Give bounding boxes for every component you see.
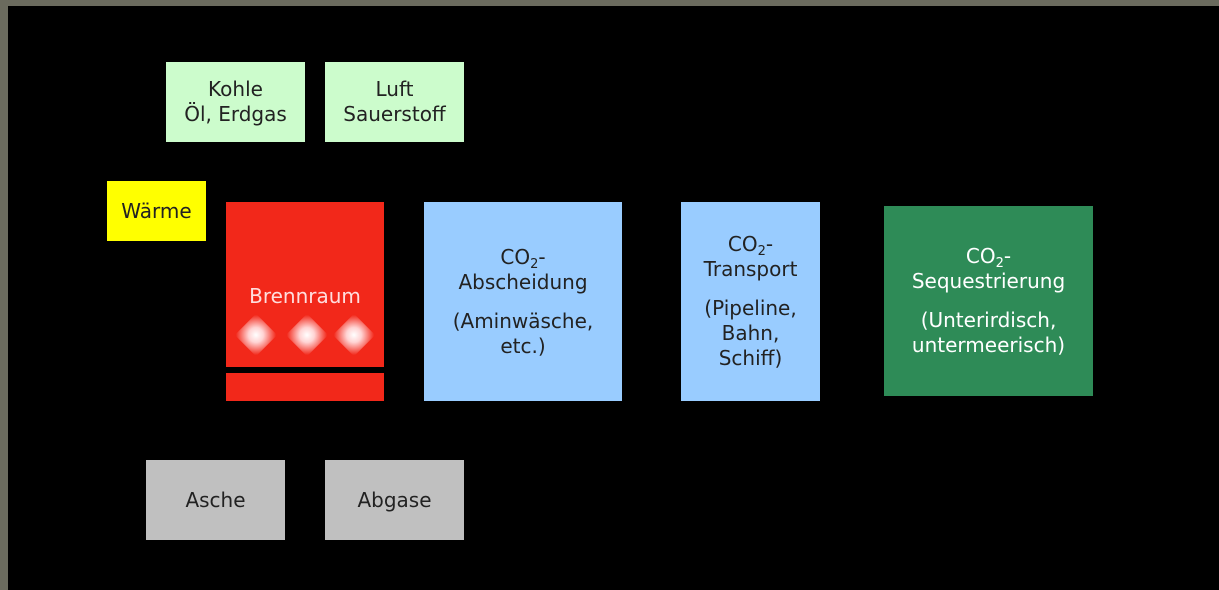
- combustion-chamber-label: Brennraum: [249, 284, 361, 308]
- transport-note-2: Bahn,: [721, 321, 780, 345]
- air-box: Luft Sauerstoff: [325, 62, 464, 142]
- fuel-box: Kohle Öl, Erdgas: [166, 62, 305, 142]
- capture-note-2: etc.): [500, 333, 546, 358]
- heat-label: Wärme: [121, 198, 192, 223]
- flame-icon: [285, 313, 329, 357]
- ash-label: Asche: [185, 487, 246, 512]
- transport-note-1: (Pipeline,: [704, 296, 797, 320]
- fuel-line-1: Kohle: [208, 77, 263, 101]
- co2-capture-box: CO2- Abscheidung (Aminwäsche, etc.): [424, 202, 622, 401]
- capture-note-1: (Aminwäsche,: [452, 308, 594, 333]
- transport-line-2: Transport: [703, 257, 798, 281]
- flame-icon: [234, 313, 278, 357]
- flame-icon: [332, 313, 376, 357]
- storage-line-2: Sequestrierung: [911, 269, 1066, 293]
- capture-co2-heading: CO2-: [500, 244, 546, 272]
- storage-co2-heading: CO2-: [965, 244, 1012, 271]
- co2-transport-box: CO2- Transport (Pipeline, Bahn, Schiff): [681, 202, 820, 401]
- ash-box: Asche: [146, 460, 285, 540]
- transport-note-3: Schiff): [718, 346, 783, 370]
- diagram-canvas: Kohle Öl, Erdgas Luft Sauerstoff Wärme B…: [8, 6, 1219, 590]
- air-line-1: Luft: [375, 77, 414, 101]
- flue-gas-box: Abgase: [325, 460, 464, 540]
- capture-line-2: Abscheidung: [458, 269, 588, 294]
- flue-gas-label: Abgase: [357, 487, 432, 512]
- air-line-2: Sauerstoff: [343, 102, 446, 126]
- co2-storage-box: CO2- Sequestrierung (Unterirdisch, unter…: [884, 206, 1093, 396]
- storage-note-2: untermeerisch): [911, 333, 1066, 357]
- fuel-line-2: Öl, Erdgas: [184, 102, 287, 126]
- grate-divider: [226, 367, 384, 373]
- heat-box: Wärme: [107, 181, 206, 241]
- transport-co2-heading: CO2-: [727, 232, 774, 259]
- storage-note-1: (Unterirdisch,: [920, 308, 1057, 332]
- combustion-chamber: Brennraum: [226, 202, 384, 401]
